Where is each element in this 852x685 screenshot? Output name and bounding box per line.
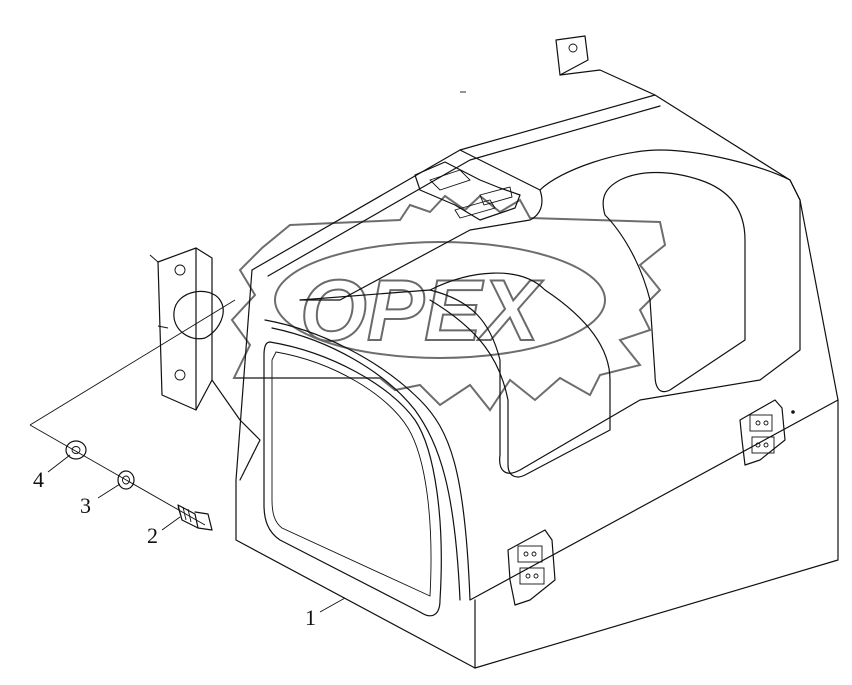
lock-washer [117, 470, 135, 490]
hex-bolt [177, 504, 213, 531]
callout-4: 4 [33, 467, 44, 492]
watermark-text: OPEX [300, 263, 544, 359]
opex-watermark: OPEX [230, 194, 667, 412]
tool-box [149, 35, 839, 669]
gear-logo-icon [230, 194, 667, 412]
flat-washer [65, 440, 87, 460]
callout-1: 1 [305, 605, 316, 630]
fastener-set [29, 299, 236, 531]
latch-left [507, 529, 556, 606]
callout-3: 3 [80, 493, 91, 518]
callout-2: 2 [147, 523, 158, 548]
callout-leaders [47, 454, 346, 613]
latch-right [739, 399, 795, 466]
